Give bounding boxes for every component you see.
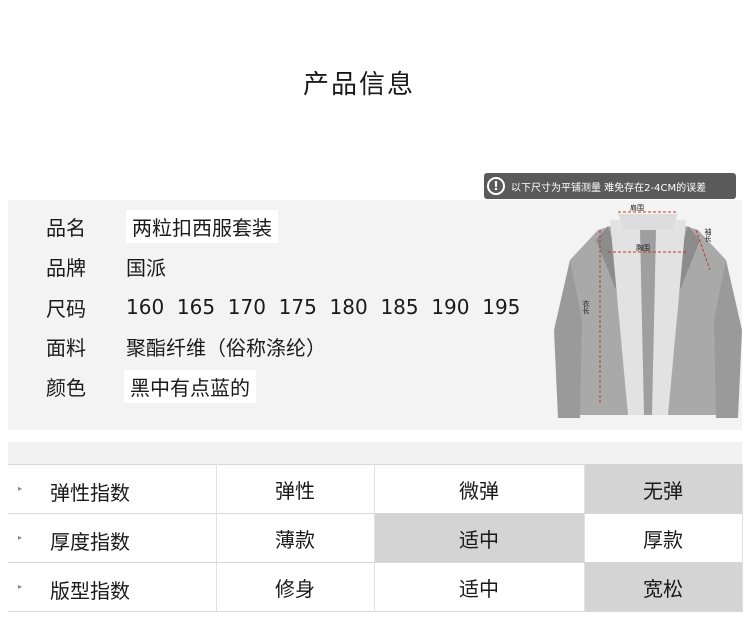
sleeve-label: 袖长 <box>704 227 712 243</box>
info-value: 聚酯纤维（俗称涤纶） <box>126 335 326 360</box>
row-header: ▸ 厚度指数 <box>8 513 217 563</box>
table-row-thickness: ▸ 厚度指数 薄款 适中 厚款 <box>8 513 743 563</box>
table-row-fit: ▸ 版型指数 修身 适中 宽松 <box>8 562 743 612</box>
shoulder-label: 肩围 <box>630 203 644 212</box>
option-cell: 弹性 <box>216 464 375 514</box>
table-row-elasticity: ▸ 弹性指数 弹性 微弹 无弹 <box>8 464 743 514</box>
section-divider <box>8 442 742 464</box>
length-label: 衣长 <box>582 299 590 315</box>
option-cell: 薄款 <box>216 513 375 563</box>
notice-text: 以下尺寸为平铺测量 难免存在2-4CM的误差 <box>511 182 707 194</box>
page-title: 产品信息 <box>302 70 415 100</box>
option-cell: 适中 <box>374 562 585 612</box>
info-label: 品名 <box>46 215 86 240</box>
info-value: 两粒扣西服套装 <box>126 209 278 243</box>
measurement-notice: ! 以下尺寸为平铺测量 难免存在2-4CM的误差 <box>484 173 736 199</box>
product-info-panel: 品名 两粒扣西服套装 品牌 国派 尺码 160 165 170 175 180 … <box>8 200 742 430</box>
info-value: 160 165 170 175 180 185 190 195 <box>126 295 521 319</box>
info-label: 尺码 <box>46 296 86 321</box>
bullet-icon: ▸ <box>18 533 23 542</box>
row-header-label: 弹性指数 <box>50 481 130 505</box>
info-value: 国派 <box>126 255 166 280</box>
row-header-label: 厚度指数 <box>50 530 130 554</box>
info-label: 面料 <box>46 335 86 360</box>
exclamation-circle-icon: ! <box>487 177 505 195</box>
row-header: ▸ 版型指数 <box>8 562 217 612</box>
info-value: 黑中有点蓝的 <box>124 369 256 403</box>
info-label: 品牌 <box>46 255 86 280</box>
option-cell-selected: 无弹 <box>584 464 743 514</box>
option-cell: 修身 <box>216 562 375 612</box>
bullet-icon: ▸ <box>18 582 23 591</box>
chest-label: 胸围 <box>636 243 650 252</box>
row-header-label: 版型指数 <box>50 579 130 603</box>
index-table: ▸ 弹性指数 弹性 微弹 无弹 ▸ 厚度指数 薄款 适中 厚款 ▸ 版型指数 修… <box>8 464 743 612</box>
option-cell: 厚款 <box>584 513 743 563</box>
jacket-diagram: 肩围 胸围 衣长 袖长 <box>554 203 742 418</box>
option-cell-selected: 适中 <box>374 513 585 563</box>
bullet-icon: ▸ <box>18 484 23 493</box>
option-cell: 微弹 <box>374 464 585 514</box>
option-cell-selected: 宽松 <box>584 562 743 612</box>
info-label: 颜色 <box>46 375 86 400</box>
row-header: ▸ 弹性指数 <box>8 464 217 514</box>
